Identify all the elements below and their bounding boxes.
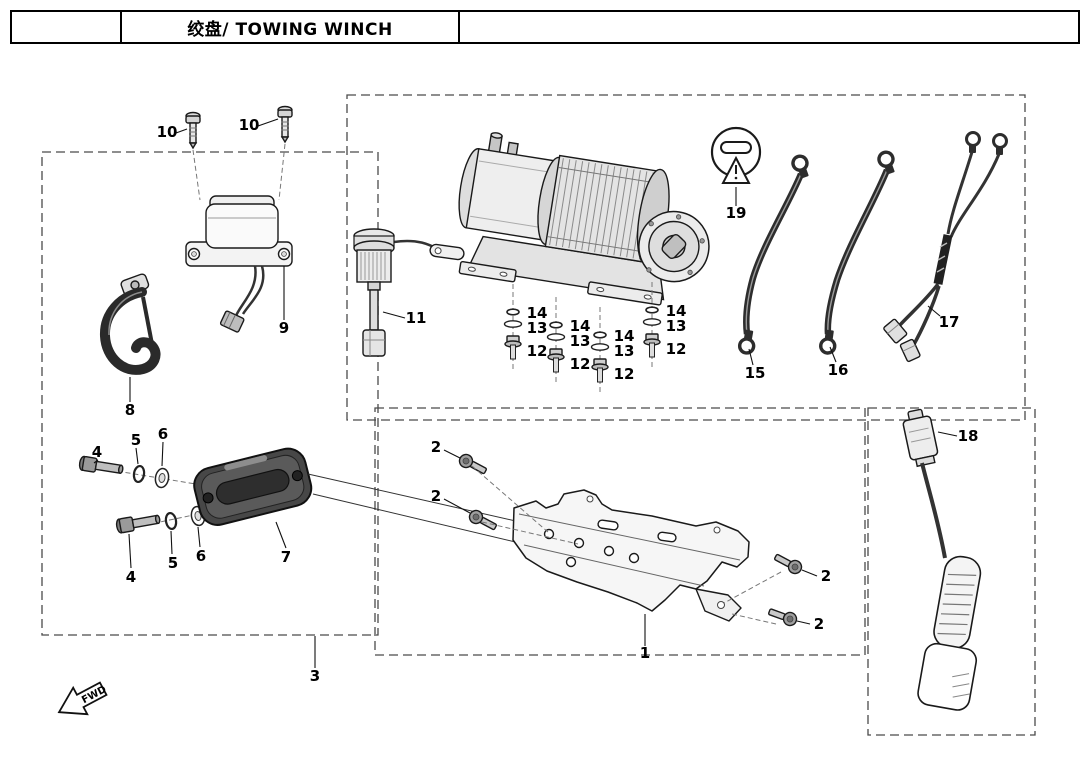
callout-18: 18 [958,427,979,445]
callout-12: 12 [570,355,591,373]
callout-19: 19 [726,204,747,222]
callout-13: 13 [666,317,687,335]
callout-13: 13 [614,342,635,360]
callout-6: 6 [196,547,206,565]
callout-3: 3 [310,667,320,685]
group-box-mount-bracket [374,407,866,656]
callout-9: 9 [279,319,289,337]
callout-6: 6 [158,425,168,443]
assembly-axis-bolt-2c [723,571,782,604]
winch-motor-assembly [458,132,710,306]
spring-washer-5-a [132,464,146,484]
bolt-4-b [115,514,161,534]
callout-4: 4 [126,568,136,586]
flat-washer-6-a [154,467,170,489]
callout-1: 1 [640,644,650,662]
callout-11: 11 [406,309,427,327]
callout-2: 2 [821,567,831,585]
callout-14: 14 [666,302,687,320]
wiring-harness [883,131,1008,363]
assembly-axis-bolt-2d [731,613,777,625]
spring-washer-5-b [164,511,178,531]
bolt-2-b [468,509,498,531]
bolt-2-a [458,453,488,475]
callout-4: 4 [92,443,102,461]
callout-12: 12 [527,342,548,360]
callout-2: 2 [431,487,441,505]
title-divider-left [120,12,122,42]
group-box-fairlead-kit [41,151,379,636]
callout-10: 10 [239,116,260,134]
assembly-axis-bolt-2b [481,521,579,545]
battery-cable-long [819,150,895,355]
leader-lines [93,118,958,668]
callout-13: 13 [570,332,591,350]
winch-hook [100,273,161,375]
hardware-stack-1 [503,284,523,370]
warning-tag-icon [710,126,762,184]
winch-plug-connector [353,228,465,357]
screw-10-a [185,111,201,150]
callout-17: 17 [939,313,960,331]
bolt-2-d [768,608,798,627]
title-divider-right [458,12,460,42]
callout-7: 7 [281,548,291,566]
winch-switch-handle [902,408,982,711]
assembly-axis-screw-b [278,143,286,201]
callout-2: 2 [431,438,441,456]
bolt-4-a [78,455,124,475]
assembly-axis-bolt-2a [471,465,549,533]
callout-2: 2 [814,615,824,633]
callout-5: 5 [168,554,178,572]
fwd-arrow: FWD [57,681,108,716]
title-bar: 绞盘/ TOWING WINCH [10,10,1080,44]
page-title: 绞盘/ TOWING WINCH [187,19,393,40]
callout-10: 10 [157,123,178,141]
callout-14: 14 [527,304,548,322]
fwd-arrow-shape [57,681,108,716]
hardware-stack-2 [546,297,566,383]
callout-5: 5 [131,431,141,449]
callout-13: 13 [527,319,548,337]
callout-8: 8 [125,401,135,419]
callout-14: 14 [570,317,591,335]
fairlead [193,447,313,526]
callout-14: 14 [614,327,635,345]
bolt-2-c [773,553,803,575]
mount-bracket [512,489,750,622]
screw-10-b [277,105,293,144]
callout-12: 12 [614,365,635,383]
assembly-axis-fairlead-top [85,465,215,488]
winch-contactor [185,195,293,333]
assembly-axis-screw-a [192,149,201,201]
callout-16: 16 [828,361,849,379]
hardware-stack-4 [642,282,662,368]
group-box-winch-assembly [346,94,1026,421]
callout-12: 12 [666,340,687,358]
battery-cable-short [737,154,809,355]
callouts: 10 10 9 8 11 14 13 12 14 13 12 14 13 12 … [92,116,979,685]
group-box-switch [867,407,1036,736]
callout-15: 15 [745,364,766,382]
hardware-stack-3 [590,307,610,393]
